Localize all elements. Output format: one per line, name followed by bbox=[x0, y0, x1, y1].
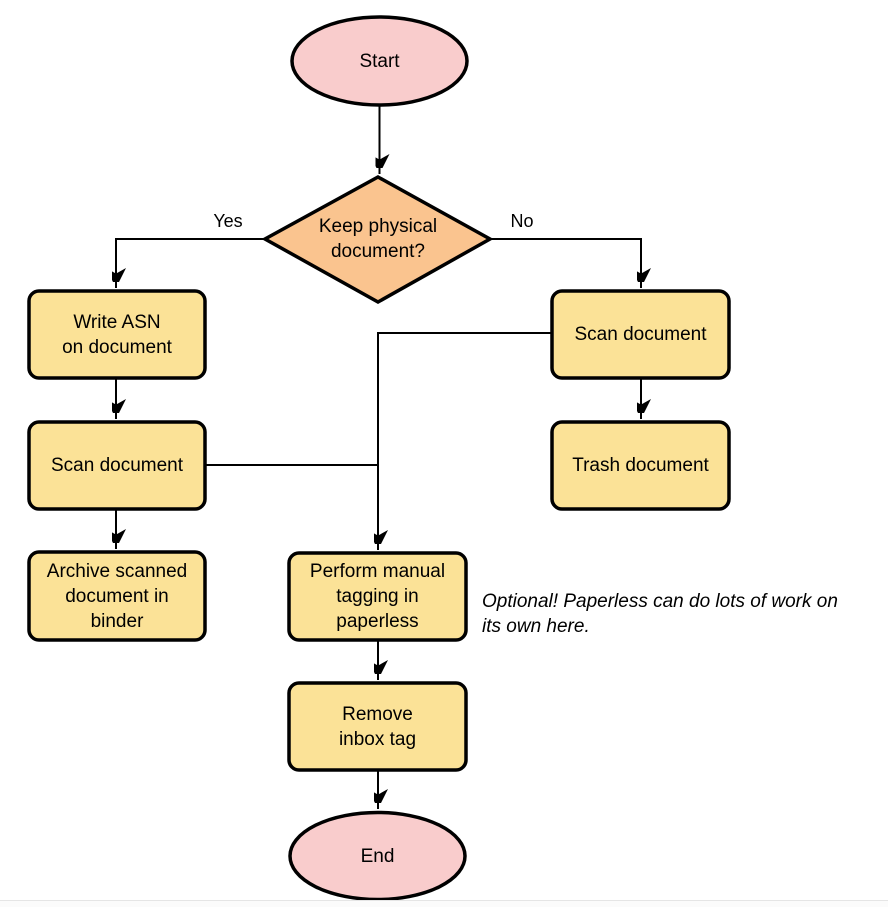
yes-edge-label: Yes bbox=[213, 211, 243, 231]
node-manual-tagging bbox=[287, 551, 468, 642]
edge-scan-to-tagging bbox=[378, 332, 552, 550]
optional-note: Optional! Paperless can do lots of work … bbox=[482, 591, 838, 637]
node-archive-scanned bbox=[27, 550, 207, 642]
edge-decision-no-to-scan bbox=[490, 238, 641, 288]
node-start bbox=[290, 15, 469, 107]
node-remove-inbox-tag bbox=[287, 681, 468, 772]
node-keep-physical-decision bbox=[261, 175, 494, 305]
node-end bbox=[288, 810, 467, 902]
node-scan-document-yes bbox=[27, 420, 207, 511]
node-scan-document-no bbox=[550, 289, 731, 380]
node-trash-document bbox=[550, 420, 731, 511]
node-write-asn bbox=[27, 289, 207, 380]
no-edge-label: No bbox=[510, 211, 534, 231]
edge-decision-yes-to-write-asn bbox=[116, 238, 265, 288]
page-bottom-divider bbox=[0, 900, 888, 907]
